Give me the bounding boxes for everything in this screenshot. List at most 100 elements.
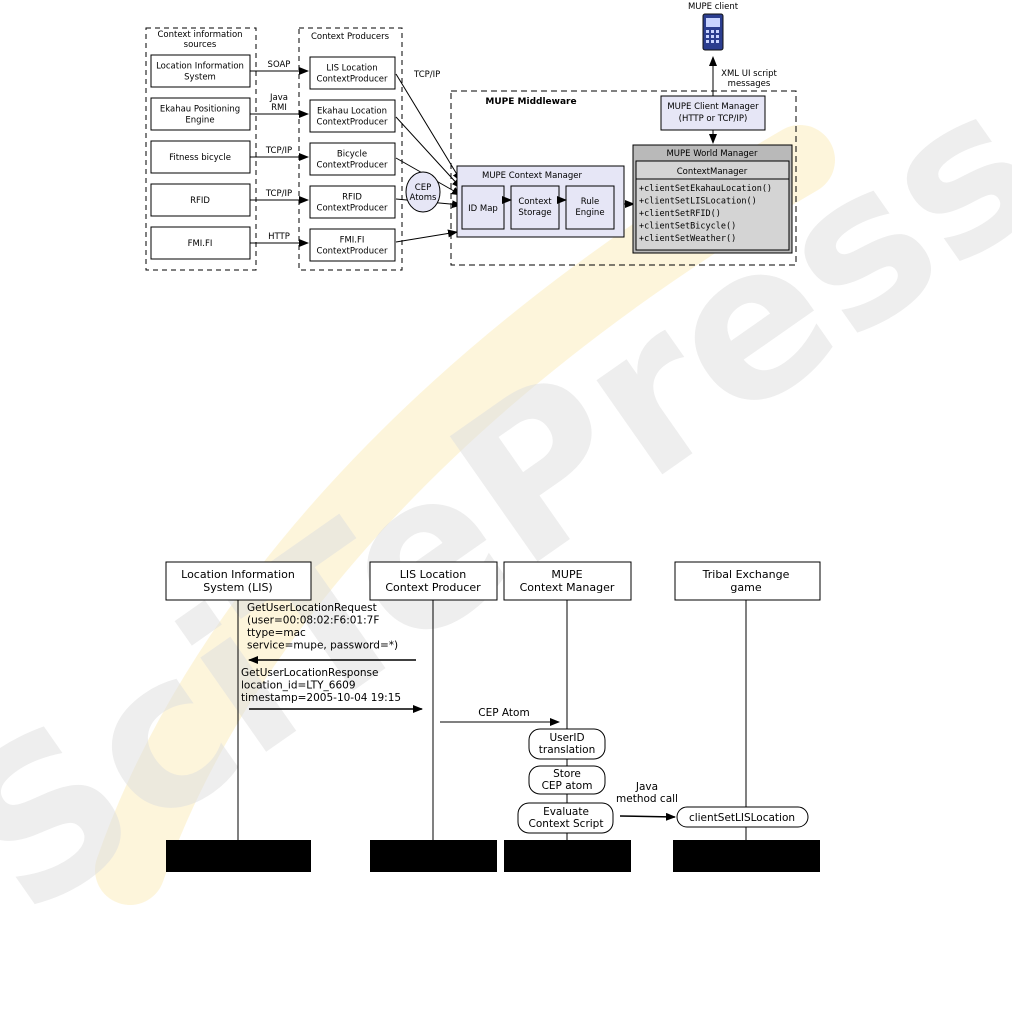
lifeline-end-context-manager: [504, 840, 631, 872]
arrow-java-call: [619, 812, 676, 821]
context-manager-title: MUPE Context Manager: [482, 171, 583, 181]
architecture-diagram: Context information sources Context Prod…: [145, 2, 797, 271]
arrow-ekahau-to-cm: [395, 116, 462, 189]
protocol-label: HTTP: [268, 232, 290, 242]
context-manager-class-name: ContextManager: [677, 167, 748, 177]
step-label: Context Script: [529, 818, 604, 830]
source-box: [150, 140, 251, 174]
source-label: FMI.FI: [188, 239, 213, 249]
class-method: +clientSetBicycle(): [639, 222, 736, 232]
context-storage-label: Storage: [518, 208, 551, 218]
step-label: CEP atom: [542, 780, 593, 792]
step-label: UserID: [549, 732, 584, 744]
request-message: GetUserLocationRequest(user=00:08:02:F6:…: [247, 602, 398, 652]
actor-box: [503, 561, 632, 601]
response-line: location_id=LTY_6609: [241, 680, 356, 692]
rule-engine-label: Engine: [575, 208, 604, 218]
actor-label: Tribal Exchange: [702, 568, 790, 581]
source-label: RFID: [190, 196, 210, 206]
step-userid-translation: [528, 728, 606, 760]
lifeline-end-game: [673, 840, 820, 872]
step-store-cep-atom: [528, 765, 606, 795]
rule-engine-label: Rule: [581, 197, 600, 207]
actor-box: [369, 561, 498, 601]
sources-group: [145, 27, 257, 271]
producers-group: [298, 27, 403, 271]
class-method: +clientSetRFID(): [639, 209, 721, 219]
java-call-label: Java: [635, 781, 658, 793]
phone-icon: [702, 13, 724, 51]
sources-group-label: sources: [184, 40, 217, 50]
xml-messages-label: messages: [728, 79, 771, 89]
context-storage-label: Context: [518, 197, 552, 207]
producers-group-label: Context Producers: [311, 32, 390, 42]
arrow-fmi-to-cm: [395, 229, 458, 243]
cep-atom-label: CEP Atom: [478, 707, 529, 719]
producer-label: ContextProducer: [317, 204, 388, 214]
producer-label: Ekahau Location: [317, 107, 387, 117]
producer-box: [309, 142, 396, 176]
middleware-group-label: MUPE Middleware: [485, 97, 576, 107]
response-message: GetUserLocationResponselocation_id=LTY_6…: [241, 667, 401, 704]
protocol-label: Java: [269, 93, 288, 103]
producer-label: ContextProducer: [317, 247, 388, 257]
client-manager-label: MUPE Client Manager: [667, 102, 759, 112]
arrow-lis-to-cm: [395, 73, 462, 182]
response-line: GetUserLocationResponse: [241, 667, 378, 679]
step-label: translation: [539, 744, 595, 756]
java-call-label: method call: [616, 793, 678, 805]
mupe-client-label: MUPE client: [688, 2, 739, 12]
actor-label: MUPE: [551, 568, 582, 581]
producer-label: ContextProducer: [317, 161, 388, 171]
producer-label: ContextProducer: [317, 118, 388, 128]
source-label: Fitness bicycle: [169, 153, 231, 163]
source-label: Location Information: [156, 62, 244, 72]
target-method-box: [676, 806, 809, 828]
class-method: +clientSetEkahauLocation(): [639, 184, 772, 194]
producer-label: FMI.FI: [340, 236, 365, 246]
client-manager-box: [660, 95, 766, 131]
actor-box: [674, 561, 821, 601]
producer-label: ContextProducer: [317, 75, 388, 85]
actor-label: Context Manager: [520, 581, 615, 594]
step-label: Evaluate: [543, 806, 589, 818]
actor-label: Location Information: [181, 568, 295, 581]
request-line: ttype=mac: [247, 627, 306, 639]
source-box: [150, 226, 251, 260]
response-line: timestamp=2005-10-04 19:15: [241, 692, 401, 704]
producer-box: [309, 228, 396, 262]
source-label: System: [184, 73, 216, 83]
request-line: (user=00:08:02:F6:01:7F: [247, 615, 379, 627]
request-line: service=mupe, password=*): [247, 640, 398, 652]
producer-box: [309, 99, 396, 133]
sources-group-label: Context information: [157, 30, 242, 40]
lifeline-end-lis: [166, 840, 311, 872]
target-method-label: clientSetLISLocation: [689, 812, 795, 824]
xml-messages-label: XML UI script: [721, 69, 777, 79]
id-map-box: [461, 185, 505, 230]
cep-atoms-label: Atoms: [410, 193, 437, 203]
context-manager-class: [635, 160, 790, 251]
protocol-label: SOAP: [268, 60, 291, 70]
actor-label: LIS Location: [400, 568, 466, 581]
class-method: +clientSetLISLocation(): [639, 197, 757, 207]
id-map-label: ID Map: [468, 204, 498, 214]
world-manager-title: MUPE World Manager: [666, 149, 758, 159]
actor-box: [165, 561, 312, 601]
producer-box: [309, 185, 396, 219]
protocol-label: RMI: [271, 103, 287, 113]
actor-label: Context Producer: [385, 581, 481, 594]
source-box: [150, 97, 251, 131]
tcpip-label: TCP/IP: [413, 70, 440, 80]
middleware-group: [450, 90, 797, 266]
class-methods: +clientSetEkahauLocation() +clientSetLISL…: [639, 184, 772, 244]
class-method: +clientSetWeather(): [639, 234, 736, 244]
lifeline-end-producer: [370, 840, 497, 872]
actor-label: System (LIS): [203, 581, 272, 594]
request-line: GetUserLocationRequest: [247, 602, 377, 614]
producer-label: Bicycle: [337, 150, 367, 160]
